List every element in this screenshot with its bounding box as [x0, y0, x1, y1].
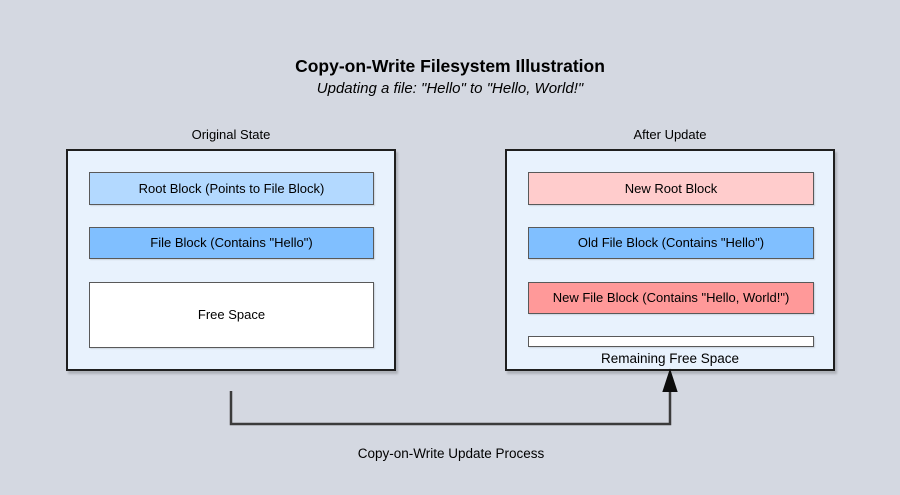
- arrow-line: [229, 390, 672, 426]
- diagram-title: Copy-on-Write Filesystem Illustration: [295, 56, 605, 76]
- update-process-label: Copy-on-Write Update Process: [357, 446, 545, 461]
- original-state-container: Root Block (Points to File Block) File B…: [66, 149, 396, 371]
- root-block: Root Block (Points to File Block): [89, 172, 374, 205]
- new-root-block: New Root Block: [528, 172, 814, 205]
- new-file-block: New File Block (Contains "Hello, World!"…: [528, 282, 814, 314]
- old-file-block: Old File Block (Contains "Hello"): [528, 227, 814, 259]
- diagram-subtitle: Updating a file: "Hello" to "Hello, Worl…: [316, 80, 584, 97]
- original-state-label: Original State: [191, 127, 271, 142]
- after-update-label: After Update: [633, 127, 707, 142]
- remaining-free-space-bar: [528, 336, 814, 347]
- file-block: File Block (Contains "Hello"): [89, 227, 374, 259]
- after-update-container: New Root Block Old File Block (Contains …: [505, 149, 835, 371]
- remaining-free-space-label: Remaining Free Space: [600, 351, 740, 366]
- free-space-block: Free Space: [89, 282, 374, 348]
- arrowhead-icon: [662, 368, 678, 392]
